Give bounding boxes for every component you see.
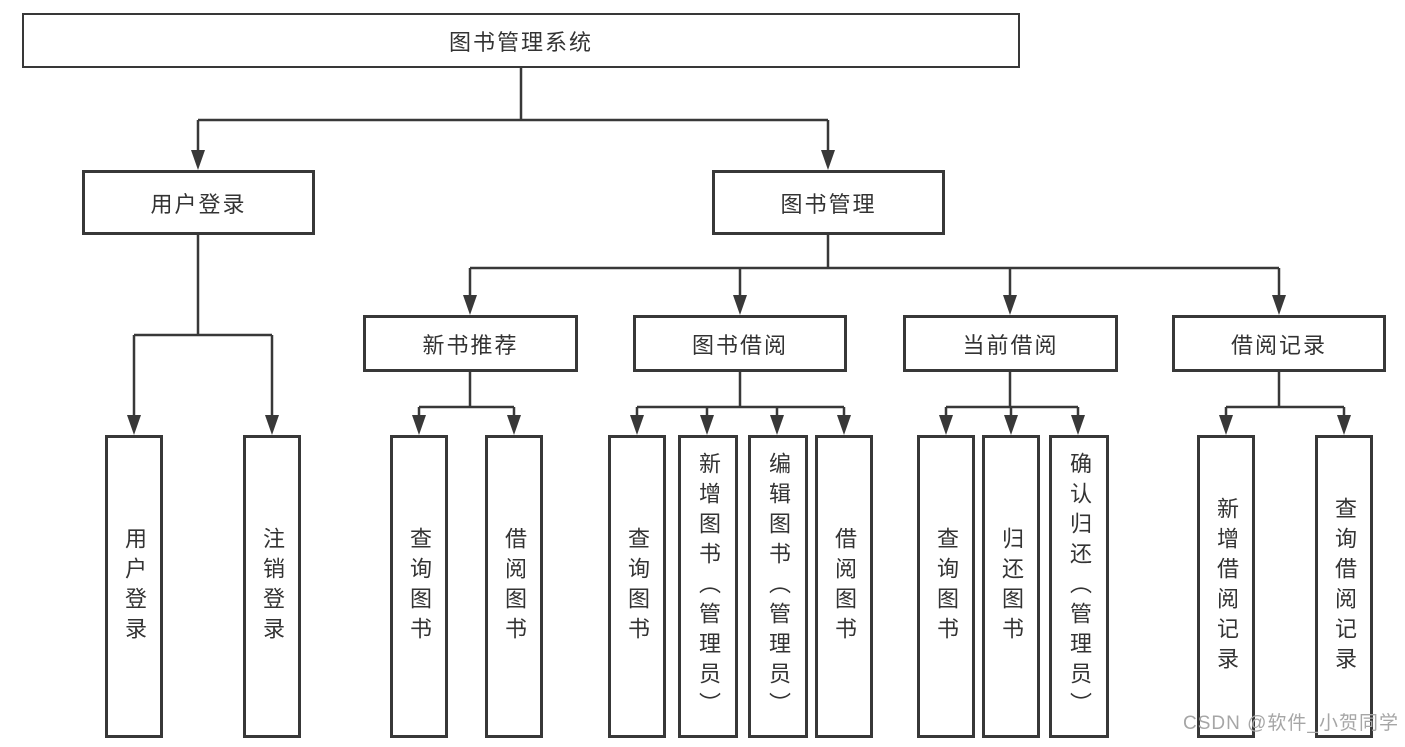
leaf-query-books-current: 查询图书 [917, 435, 975, 738]
arrowhead [191, 150, 205, 170]
leaf-add-books-admin: 新增图书（管理员） [678, 435, 738, 738]
arrowhead [1337, 415, 1351, 435]
node-borrow-records: 借阅记录 [1172, 315, 1386, 372]
node-label: 编辑图书（管理员） [766, 451, 791, 722]
node-label: 图书管理 [780, 191, 877, 217]
arrowhead [1219, 415, 1233, 435]
node-label: 用户登录 [150, 191, 247, 217]
leaf-return-books: 归还图书 [982, 435, 1040, 738]
leaf-query-books-recommend: 查询图书 [390, 435, 448, 738]
node-label: 借阅记录 [1230, 332, 1327, 358]
connector-records-to-leaves [1224, 372, 1346, 417]
node-label: 图书管理系统 [448, 29, 593, 55]
csdn-watermark: CSDN @软件_小贺同学 [1183, 713, 1399, 734]
node-label: 当前借阅 [962, 332, 1059, 358]
node-book-borrow: 图书借阅 [633, 315, 847, 372]
node-current-borrow: 当前借阅 [903, 315, 1118, 372]
leaf-confirm-return-admin: 确认归还（管理员） [1049, 435, 1109, 738]
leaf-edit-books-admin: 编辑图书（管理员） [748, 435, 808, 738]
node-label: 确认归还（管理员） [1067, 451, 1092, 722]
node-label: 借阅图书 [832, 526, 857, 647]
connector-bookmgmt-to-level3 [468, 235, 1281, 297]
arrowhead [463, 295, 477, 315]
node-label: 查询图书 [407, 526, 432, 647]
connector-userlogin-to-leaves [132, 235, 274, 417]
arrowhead [127, 415, 141, 435]
node-library-management-system: 图书管理系统 [22, 13, 1020, 68]
leaf-borrow-books: 借阅图书 [815, 435, 873, 738]
node-label: 查询图书 [934, 526, 959, 647]
node-label: 新增借阅记录 [1214, 496, 1239, 677]
connector-root-to-level2 [196, 68, 830, 152]
node-book-management: 图书管理 [712, 170, 945, 235]
connector-currentborrow-to-leaves [944, 372, 1080, 417]
node-label: 用户登录 [122, 526, 147, 647]
node-label: 归还图书 [999, 526, 1024, 647]
connector-bookborrow-to-leaves [635, 372, 846, 417]
arrowhead [821, 150, 835, 170]
arrowhead [1071, 415, 1085, 435]
arrowhead [770, 415, 784, 435]
arrowhead [1003, 295, 1017, 315]
arrowhead [630, 415, 644, 435]
leaf-query-books-borrow: 查询图书 [608, 435, 666, 738]
node-new-book-recommend: 新书推荐 [363, 315, 578, 372]
node-label: 新增图书（管理员） [696, 451, 721, 722]
arrowhead [1272, 295, 1286, 315]
node-label: 查询图书 [625, 526, 650, 647]
arrowhead [1004, 415, 1018, 435]
node-label: 注销登录 [260, 526, 285, 647]
arrowhead [733, 295, 747, 315]
node-label: 新书推荐 [422, 332, 519, 358]
leaf-query-borrow-record: 查询借阅记录 [1315, 435, 1373, 738]
connector-newbook-to-leaves [417, 372, 516, 417]
arrowhead [507, 415, 521, 435]
leaf-user-login: 用户登录 [105, 435, 163, 738]
leaf-borrow-books-recommend: 借阅图书 [485, 435, 543, 738]
arrowhead [265, 415, 279, 435]
leaf-logout: 注销登录 [243, 435, 301, 738]
node-label: 借阅图书 [502, 526, 527, 647]
node-label: 图书借阅 [691, 332, 788, 358]
arrowhead [412, 415, 426, 435]
arrowhead [700, 415, 714, 435]
arrowhead [939, 415, 953, 435]
arrowhead [837, 415, 851, 435]
node-user-login: 用户登录 [82, 170, 315, 235]
leaf-add-borrow-record: 新增借阅记录 [1197, 435, 1255, 738]
node-label: 查询借阅记录 [1332, 496, 1357, 677]
